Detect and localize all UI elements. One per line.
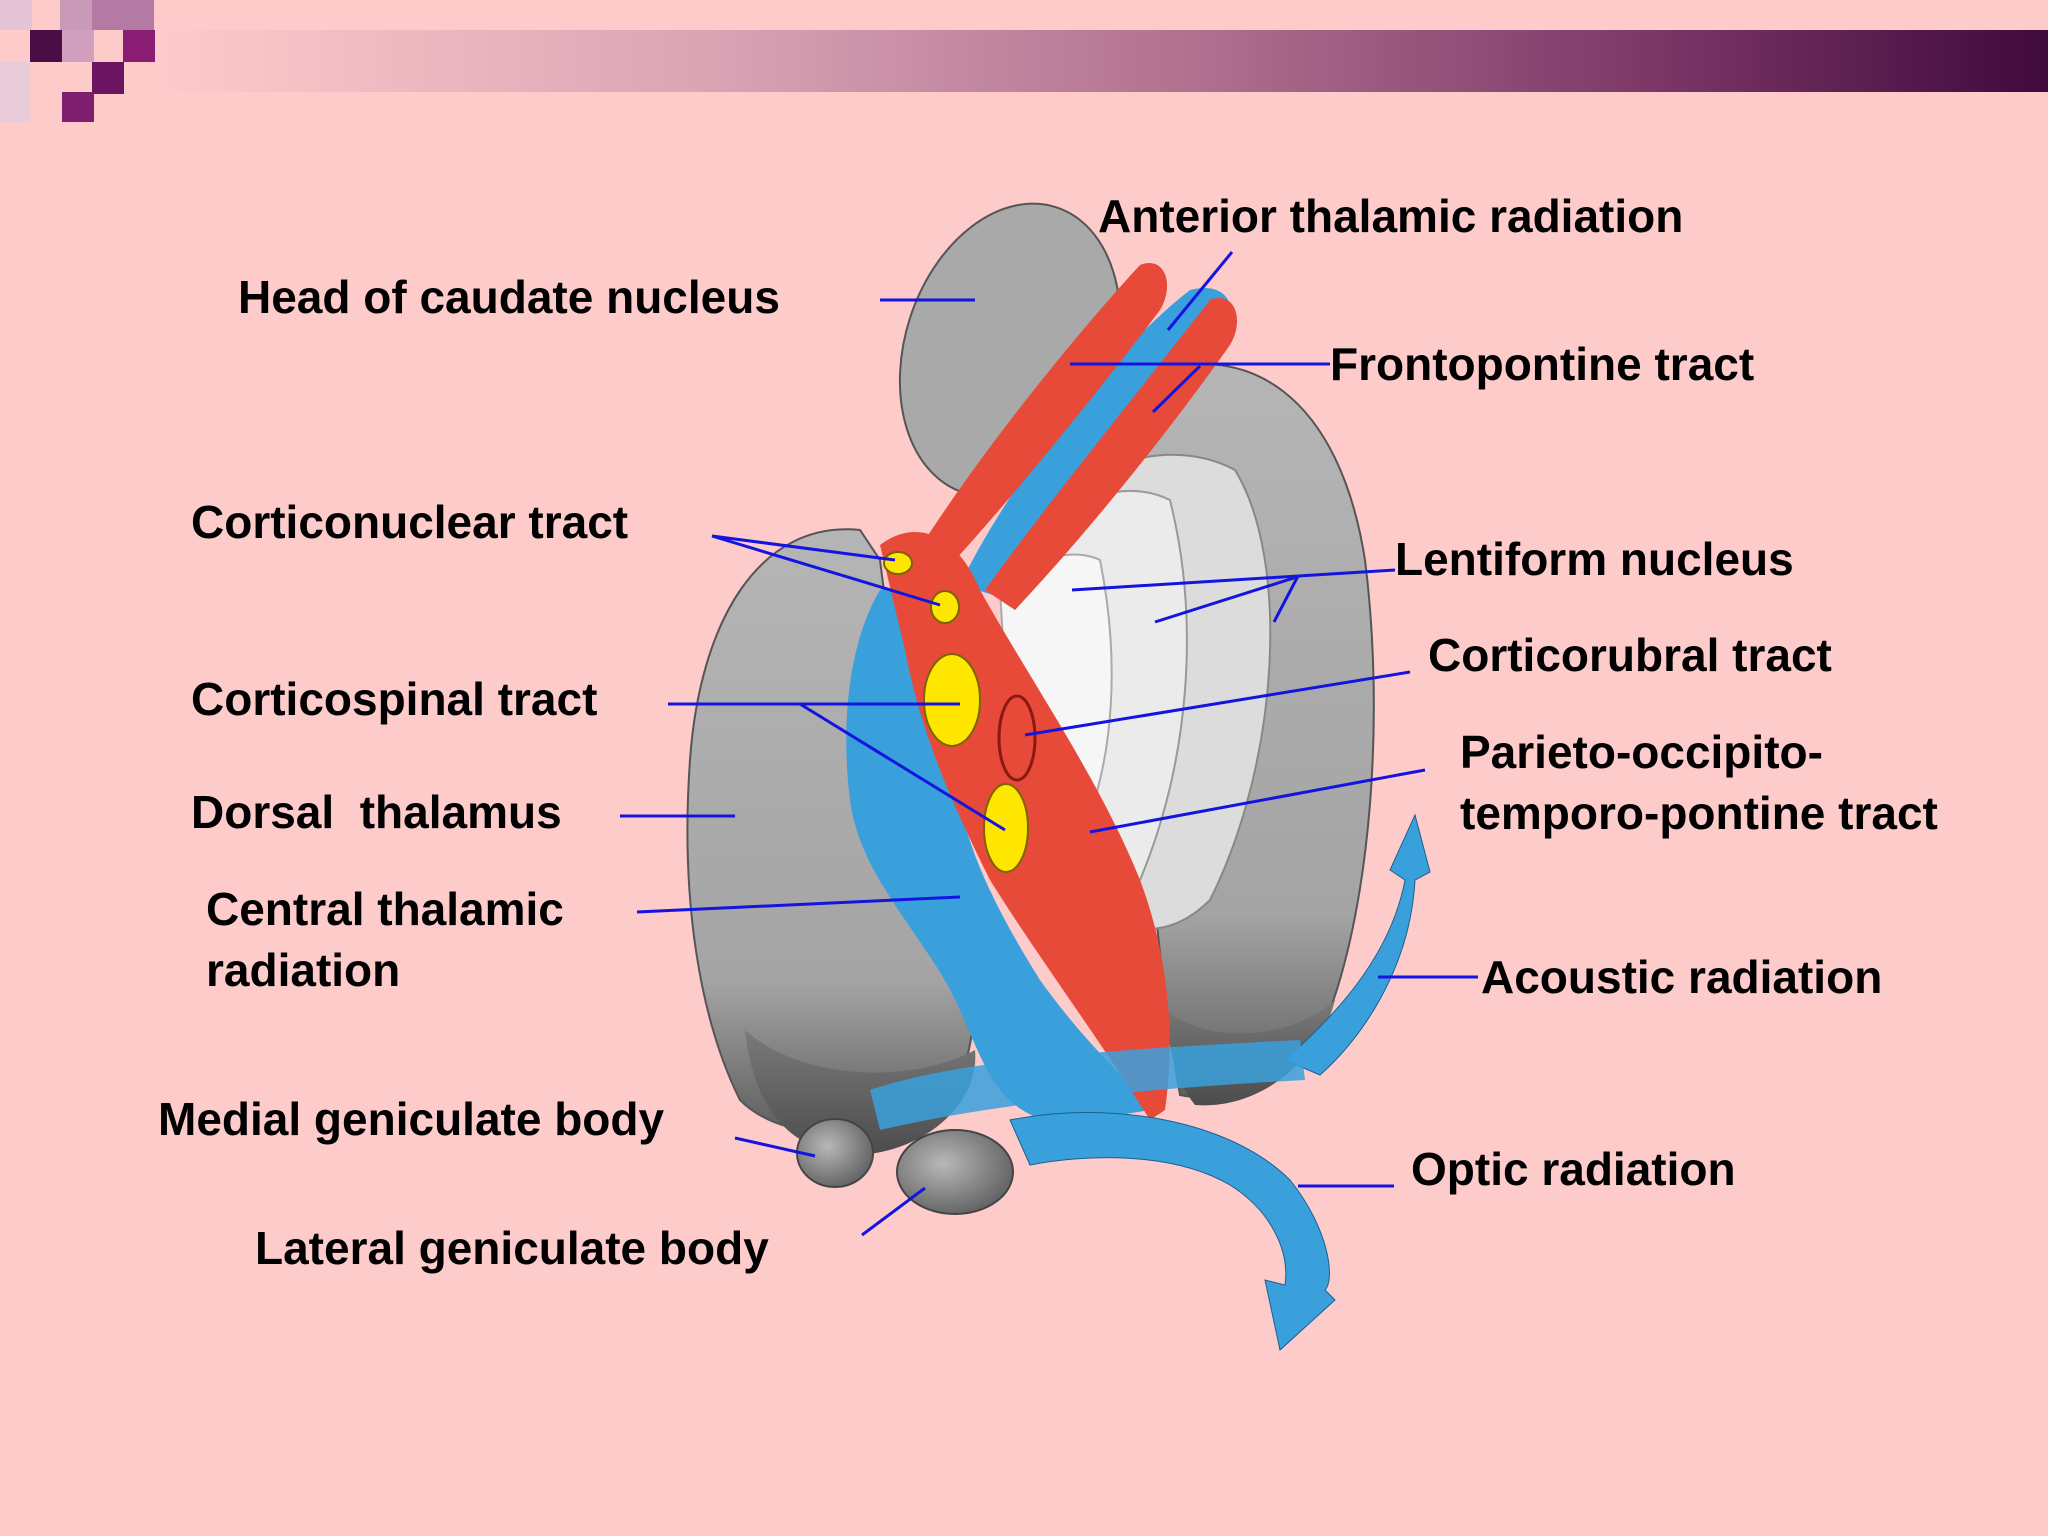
frontopontine-strip-1 xyxy=(925,263,1168,560)
label-acoustic-radiation: Acoustic radiation xyxy=(1481,951,1883,1003)
label-optic-radiation: Optic radiation xyxy=(1411,1143,1736,1195)
label-parieto-line2: temporo-pontine tract xyxy=(1460,787,1938,839)
leader-line-lentiform-2 xyxy=(1154,574,1301,624)
label-central-thalamic-line2: radiation xyxy=(206,944,401,996)
label-head-of-caudate-nucleus: Head of caudate nucleus xyxy=(238,271,780,323)
header-square-dark xyxy=(123,30,155,62)
label-dorsal-thalamus: Dorsal thalamus xyxy=(191,786,562,838)
leader-line-anterior-thalamic xyxy=(1166,251,1234,331)
leader-line-frontopontine-2 xyxy=(1151,364,1202,414)
frontopontine-strip-2 xyxy=(985,298,1238,610)
leader-line-parieto xyxy=(1089,768,1426,834)
leader-line-corticorubral xyxy=(1024,670,1411,737)
header-square-mid xyxy=(92,0,154,30)
header-square-dark xyxy=(30,30,62,62)
label-medial-geniculate-body: Medial geniculate body xyxy=(158,1093,665,1145)
header-square-dark xyxy=(62,92,94,122)
label-central-thalamic-line1: Central thalamic xyxy=(206,883,564,935)
label-frontopontine-tract: Frontopontine tract xyxy=(1330,338,1755,390)
leader-line-lentiform-3 xyxy=(1272,575,1300,623)
lateral-geniculate-body-shape xyxy=(896,1129,1014,1215)
label-corticospinal-tract: Corticospinal tract xyxy=(191,673,598,725)
central-thalamic-radiation-shape xyxy=(846,589,1150,1125)
corticospinal-bundle-2 xyxy=(983,783,1029,873)
leader-line-central-thalamic xyxy=(636,895,961,914)
label-lateral-geniculate-body: Lateral geniculate body xyxy=(255,1222,769,1274)
label-corticonuclear-tract: Corticonuclear tract xyxy=(191,496,629,548)
header-gradient-bar xyxy=(155,30,2048,92)
header-square-mid xyxy=(62,30,94,62)
leader-line-corticonuclear-1 xyxy=(711,534,896,562)
leader-line-corticonuclear-2 xyxy=(711,534,941,607)
header-square-light xyxy=(60,0,92,30)
corticospinal-bundle-1 xyxy=(923,653,981,747)
base-blue-band xyxy=(870,1040,1305,1130)
header-square-light xyxy=(0,0,32,30)
header-square-dark xyxy=(92,62,124,94)
leader-line-corticospinal-2 xyxy=(799,702,1006,832)
leader-line-lateral-geniculate xyxy=(861,1186,926,1237)
thalamus-base xyxy=(745,1030,976,1155)
corticonuclear-bundle-2 xyxy=(930,590,960,624)
label-lentiform-nucleus: Lentiform nucleus xyxy=(1395,533,1794,585)
label-anterior-thalamic-radiation: Anterior thalamic radiation xyxy=(1098,190,1684,242)
label-corticorubral-tract: Corticorubral tract xyxy=(1428,629,1832,681)
leader-line-lentiform-1 xyxy=(1071,568,1396,592)
corticonuclear-bundle-1 xyxy=(883,551,913,575)
leader-line-medial-geniculate xyxy=(734,1136,816,1158)
optic-radiation-shape xyxy=(1009,1112,1336,1351)
label-parieto-line1: Parieto-occipito- xyxy=(1460,726,1823,778)
header-square-light xyxy=(0,62,30,122)
corticorubral-bundle xyxy=(997,694,1037,782)
